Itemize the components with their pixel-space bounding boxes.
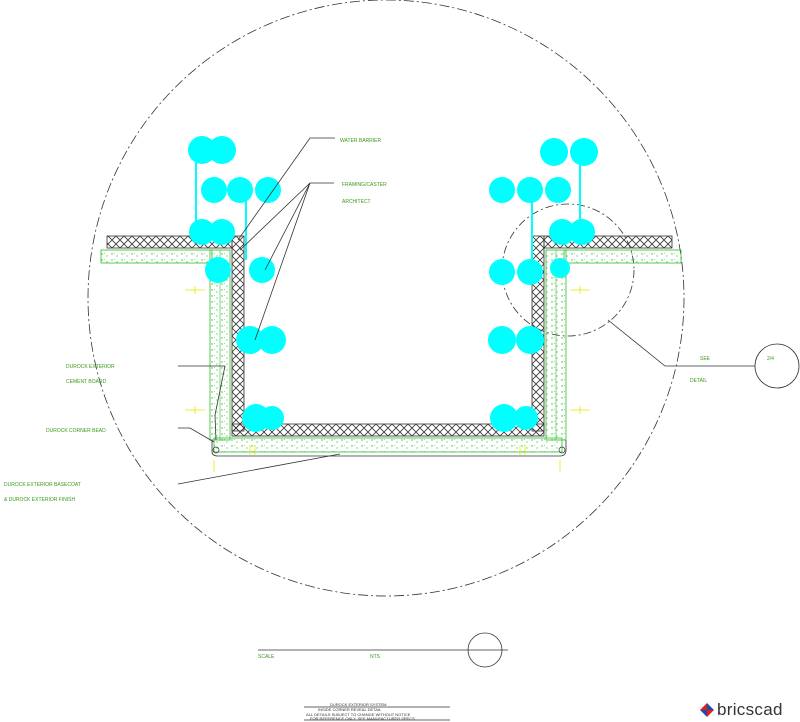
label-detail-ref: 2/4: [767, 356, 774, 362]
see-detail-bubble[interactable]: [754, 343, 800, 389]
title-line-2: INSIDE CORNER REVEAL DETAIL: [318, 707, 382, 712]
left-wall-assembly: [100, 235, 245, 441]
title-line-4: FOR REFERENCE ONLY. SEE MANUFACTURER SPE…: [310, 716, 415, 721]
leader-lines: [177, 137, 755, 485]
scale-bar: [258, 632, 508, 668]
detail-callout-circle: [501, 203, 635, 337]
title-line-3: ALL DETAILS SUBJECT TO CHANGE WITHOUT NO…: [306, 712, 411, 717]
left-cyan-markers: [188, 136, 286, 432]
title-line-1: DUROCK EXTERIOR SYSTEM: [330, 702, 386, 707]
label-cement-board-2: CEMENT BOARD: [66, 379, 107, 385]
bricscad-wordmark: bricscad: [717, 700, 783, 719]
detail-boundary-circle: [87, 0, 685, 597]
bricscad-logo-icon: [700, 703, 714, 717]
label-see: SEE: [700, 356, 711, 362]
scale-label: SCALE: [258, 654, 275, 660]
label-architect: ARCHITECT: [342, 199, 371, 205]
label-corner-bead: DUROCK CORNER BEAD: [46, 428, 106, 434]
bricscad-brand: bricscad: [700, 699, 783, 721]
label-detail: DETAIL: [690, 378, 707, 384]
label-water-barrier: WATER BARRIER: [340, 138, 382, 144]
label-cement-board-1: DUROCK EXTERIOR: [66, 364, 115, 370]
label-framing: FRAMING/CASTER: [342, 182, 387, 188]
title-block: [304, 706, 450, 721]
fastener-marks: [185, 265, 590, 472]
bottom-wall-assembly: [211, 423, 567, 457]
label-basecoat: DUROCK EXTERIOR BASECOAT: [4, 482, 81, 488]
label-finish: & DUROCK EXTERIOR FINISH: [4, 497, 76, 503]
scale-value: NTS: [370, 654, 381, 660]
right-cyan-markers: [488, 138, 598, 432]
